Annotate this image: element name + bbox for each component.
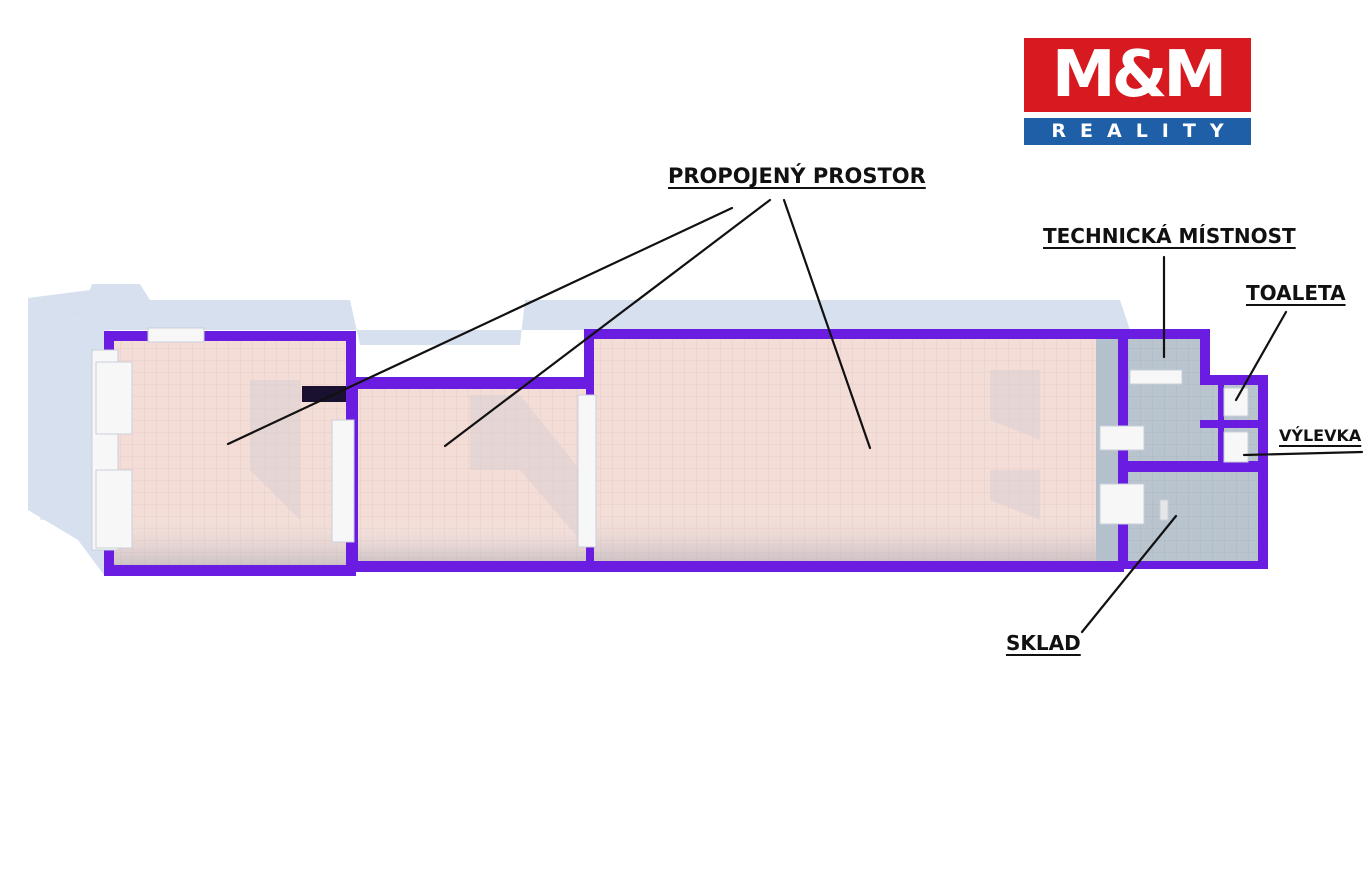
mm-reality-logo: M&M REALITY xyxy=(1024,38,1251,145)
label-technicka-mistnost: TECHNICKÁ MÍSTNOST xyxy=(1043,224,1296,248)
logo-divider xyxy=(1024,112,1251,118)
label-toaleta: TOALETA xyxy=(1246,281,1346,305)
label-sklad: SKLAD xyxy=(1006,631,1081,655)
label-propojeny-prostor: PROPOJENÝ PROSTOR xyxy=(668,164,926,188)
logo-reality-text: REALITY xyxy=(1024,118,1251,145)
windows-and-doors xyxy=(91,327,1249,551)
leader-lines xyxy=(226,198,1364,634)
logo-mm-text: M&M xyxy=(1024,38,1251,112)
label-vylevka: VÝLEVKA xyxy=(1279,426,1362,445)
niche xyxy=(302,386,346,402)
